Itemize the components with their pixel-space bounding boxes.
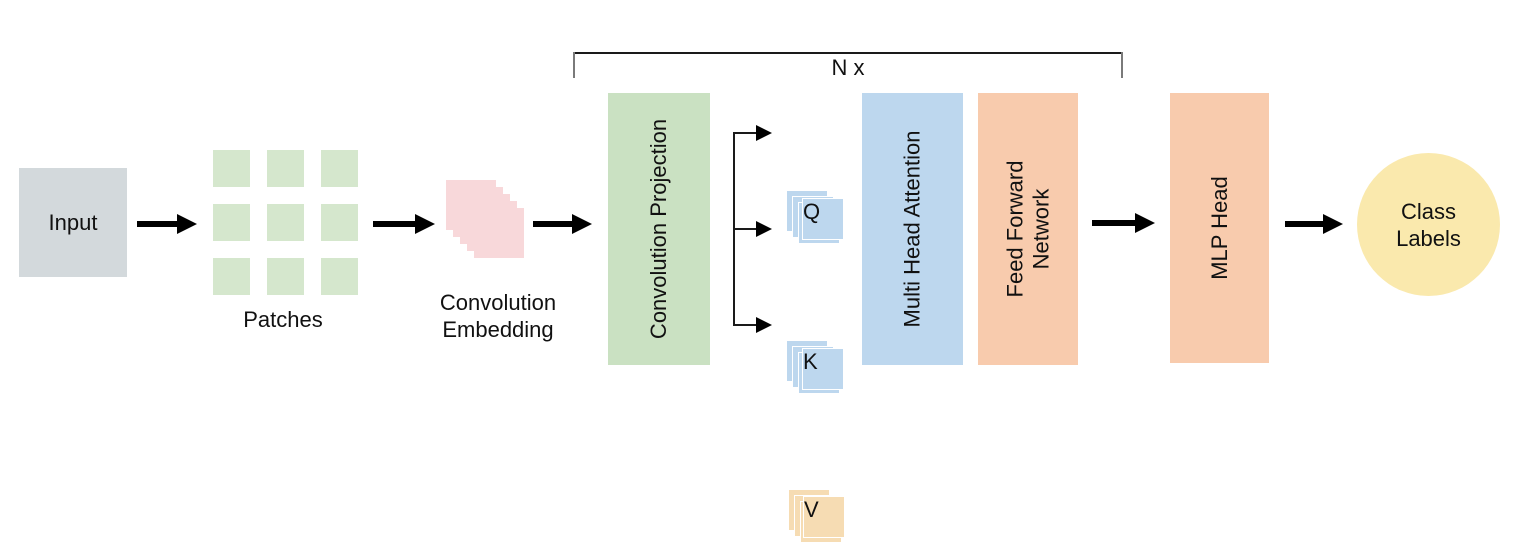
feed-forward-label-line2: Network: [1028, 188, 1054, 270]
class-labels-circle: Class Labels: [1357, 153, 1500, 296]
diagram-canvas: { "diagram": { "background": "#ffffff", …: [19, 52, 1500, 543]
patch-cell: [267, 204, 304, 241]
v-label: V: [803, 496, 845, 538]
k-node: K: [786, 340, 844, 394]
feed-forward-network-box: Feed Forward Network: [978, 93, 1078, 365]
q-label: Q: [802, 198, 844, 240]
arrow-mlp-to-class-icon: [1285, 213, 1343, 235]
arrow-head-icon: [1323, 214, 1343, 234]
patches-grid: [213, 150, 358, 295]
arrow-head-icon: [1135, 213, 1155, 233]
conv-projection-label: Convolution Projection: [646, 118, 672, 340]
arrow-shaft: [1092, 220, 1138, 226]
branch-arrow-q-icon: [733, 124, 772, 142]
arrow-head-icon: [756, 125, 772, 141]
arrow-head-icon: [177, 214, 197, 234]
repeat-bracket-top-line: [573, 52, 1123, 54]
conv-projection-box: Convolution Projection: [608, 93, 710, 365]
arrow-head-icon: [415, 214, 435, 234]
arrow-shaft: [733, 228, 759, 230]
input-node: Input: [19, 168, 127, 277]
feed-forward-label-line1: Feed Forward: [1002, 160, 1028, 298]
patch-cell: [213, 204, 250, 241]
conv-embedding-label: Convolution Embedding: [408, 289, 588, 343]
arrow-head-icon: [572, 214, 592, 234]
conv-embedding-label-line2: Embedding: [442, 317, 554, 342]
input-label: Input: [48, 210, 98, 235]
repeat-bracket-right-tick: [1121, 52, 1123, 78]
arrow-ffn-to-mlp-icon: [1092, 212, 1155, 234]
patch-cell: [213, 258, 250, 295]
patch-cell: [321, 150, 358, 187]
feed-forward-network-label: Feed Forward Network: [1002, 161, 1054, 298]
branch-arrow-k-icon: [733, 220, 772, 238]
q-node: Q: [786, 190, 844, 244]
patch-cell: [321, 258, 358, 295]
patch-cell: [267, 258, 304, 295]
class-labels-line1: Class: [1400, 198, 1456, 224]
v-node: V: [788, 489, 845, 543]
conv-embedding-label-line1: Convolution: [439, 290, 557, 315]
mlp-head-box: MLP Head: [1170, 93, 1269, 363]
arrow-shaft: [1285, 221, 1326, 227]
arrow-head-icon: [756, 317, 772, 333]
arrow-embedding-to-projection-icon: [533, 213, 592, 235]
repeat-bracket-left-tick: [573, 52, 575, 78]
patch-cell: [321, 204, 358, 241]
arrow-patches-to-embedding-icon: [373, 213, 435, 235]
repeat-count-label: N x: [831, 55, 865, 80]
arrow-shaft: [533, 221, 575, 227]
arrow-shaft: [137, 221, 180, 227]
conv-embedding-stack: [446, 180, 524, 258]
patch-cell: [267, 150, 304, 187]
multi-head-attention-box: Multi Head Attention: [862, 93, 963, 365]
patch-cell: [213, 150, 250, 187]
arrow-shaft: [733, 324, 759, 326]
stack-layer: [474, 208, 524, 258]
k-label: K: [802, 348, 844, 390]
arrow-shaft: [373, 221, 418, 227]
arrow-shaft: [733, 132, 759, 134]
mlp-head-label: MLP Head: [1206, 176, 1232, 280]
patches-label: Patches: [243, 307, 323, 332]
class-labels-line2: Labels: [1396, 225, 1461, 251]
arrow-input-to-patches-icon: [137, 213, 197, 235]
branch-arrow-v-icon: [733, 316, 772, 334]
multi-head-attention-label: Multi Head Attention: [899, 130, 925, 328]
arrow-head-icon: [756, 221, 772, 237]
